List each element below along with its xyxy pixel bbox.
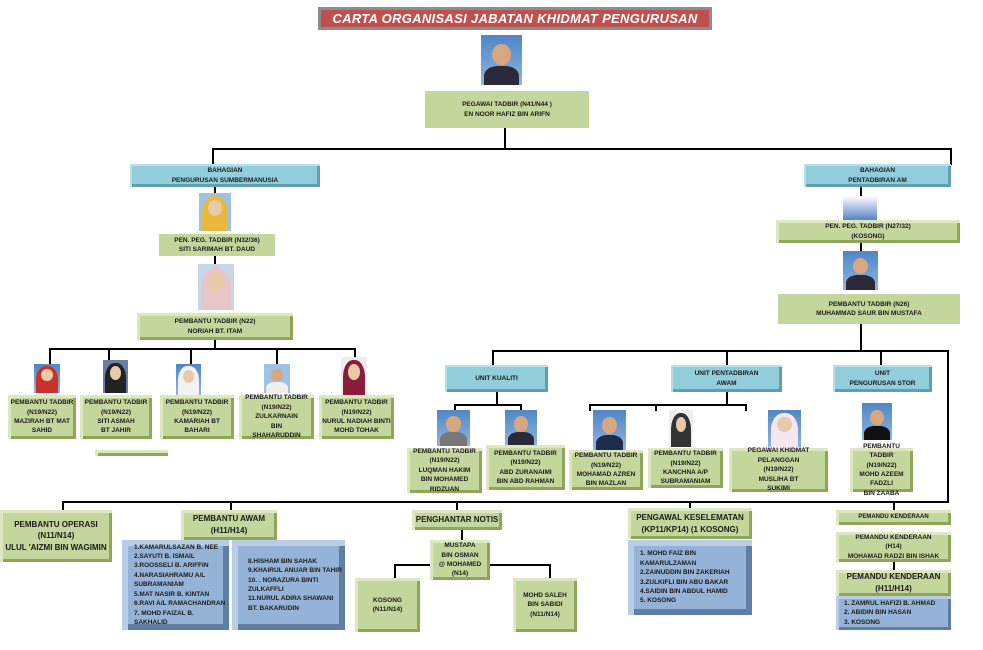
connector <box>893 501 895 511</box>
awam-list-2: 8.HISHAM BIN SAHAK 9.KHAIRUL ANUAR BIN T… <box>232 540 345 630</box>
photo <box>341 357 367 395</box>
hr-staff-box: PEMBANTU TADBIR (N19/N22) NURUL NADIAH B… <box>319 395 394 439</box>
kualiti-staff-box: PEMBANTU TADBIR (N19/N22) LUQMAN HAKIM B… <box>407 448 482 493</box>
photo <box>34 364 60 393</box>
connector <box>745 404 747 411</box>
notis-main-box: MUSTAPA BIN OSMAN @ MOHAMED (N14) <box>430 540 490 580</box>
connector <box>589 404 746 406</box>
connector <box>108 348 110 360</box>
unit-pentadbiran-awam: UNIT PENTADBIRAN AWAM <box>671 365 782 392</box>
connector <box>62 501 64 511</box>
partial-box <box>95 450 168 456</box>
connector <box>492 350 494 365</box>
connector <box>212 148 214 165</box>
stor-staff-box: PEMBANTU TADBIR (N19/N22) MOHD AZEEM FAD… <box>850 443 913 497</box>
placeholder-photo <box>843 196 877 222</box>
connector <box>190 348 192 364</box>
connector <box>860 186 862 196</box>
connector <box>214 186 216 194</box>
chart-title: CARTA ORGANISASI JABATAN KHIDMAT PENGURU… <box>318 7 712 30</box>
photo <box>437 410 470 446</box>
connector <box>520 404 522 411</box>
division-admin: BAHAGIAN PENTADBIRAN AM <box>804 164 951 187</box>
connector <box>880 350 882 365</box>
connector <box>214 340 216 350</box>
connector <box>454 404 456 411</box>
driver-head-box: PEMANDU KENDERAAN (H11/H14) <box>836 570 951 596</box>
photo <box>843 251 878 290</box>
connector <box>62 501 949 503</box>
connector <box>860 243 862 251</box>
notis-left-box: KOSONG (N11/N14) <box>355 578 420 632</box>
connector <box>230 501 232 511</box>
connector <box>655 404 657 411</box>
connector <box>461 530 463 540</box>
photo <box>199 193 231 231</box>
awam-staff-box: PEGAWAI KHIDMAT PELANGGAN (N19/N22) MUSL… <box>729 447 828 492</box>
photo <box>198 264 234 310</box>
awam-list-1: 1.KAMARULSAZAN B. NEE 2.SAYUTI B. ISMAIL… <box>122 540 229 630</box>
connector <box>549 564 551 579</box>
connector <box>454 404 521 406</box>
connector <box>689 501 691 509</box>
photo <box>176 364 201 395</box>
connector <box>214 256 216 264</box>
hr-staff-box: PEMBANTU TADBIR (N19/N22) MAZIRAH BT MAT… <box>8 395 76 439</box>
photo-head <box>481 35 522 85</box>
photo <box>768 410 801 447</box>
connector <box>394 564 396 579</box>
hr-staff-box: PEMBANTU TADBIR (N19/N22) ZULKARNAIN BIN… <box>239 394 314 439</box>
connector <box>212 148 952 150</box>
connector <box>947 350 949 503</box>
connector <box>456 501 458 511</box>
kualiti-staff-box: PEMBANTU TADBIR (N19/N22) ABD ZURANAIMI … <box>486 445 565 490</box>
driver-title-box: PEMANDU KENDERAAN <box>836 510 951 525</box>
connector <box>276 348 278 364</box>
guard-list: 1. MOHD FAIZ BIN KAMARULZAMAN 2.ZAINUDDI… <box>628 540 752 615</box>
unit-pengurusan-stor: UNIT PENGURUSAN STOR <box>833 365 932 392</box>
photo <box>593 410 626 450</box>
notis-right-box: MOHD SALEH BIN SABIDI (N11/N14) <box>513 578 577 632</box>
connector <box>489 564 551 566</box>
connector <box>893 562 895 570</box>
hr-ppt-box: PEN. PEG. TADBIR (N32/36) SITI SARIMAH B… <box>159 234 275 256</box>
head-officer-box: PEGAWAI TADBIR (N41/N44 ) EN NOOR HAFIZ … <box>425 91 589 128</box>
division-hr: BAHAGIAN PENGURUSAN SUMBERMANUSIA <box>130 164 320 187</box>
connector <box>492 350 949 352</box>
driver-h14-box: PEMANDU KENDERAAN (H14) MOHAMAD RADZI BI… <box>836 532 951 562</box>
photo <box>264 364 290 393</box>
connector <box>394 564 431 566</box>
connector <box>860 324 862 351</box>
guard-head-box: PENGAWAL KESELEMATAN (KP11/KP14) (1 KOSO… <box>628 508 752 539</box>
driver-list: 1. ZAMRUL HAFIZI B. AHMAD 2. ABIDIN BIN … <box>836 596 951 630</box>
hr-pt-box: PEMBANTU TADBIR (N22) NORIAH BT. ITAM <box>137 313 293 340</box>
connector <box>504 128 506 150</box>
hr-staff-box: PEMBANTU TADBIR (N19/N22) SITI ASMAH BT … <box>80 395 152 439</box>
admin-pt-box: PEMBANTU TADBIR (N26) MUHAMMAD SAUR BIN … <box>778 294 960 324</box>
awam-head-box: PEMBANTU AWAM (H11/H14) <box>181 510 277 540</box>
unit-kualiti: UNIT KUALITI <box>445 365 548 392</box>
awam-staff-box: PEMBANTU TADBIR (N19/N22) MOHAMAD AZREN … <box>569 450 643 490</box>
connector <box>496 392 498 405</box>
photo <box>669 410 693 447</box>
photo <box>862 403 892 440</box>
notis-head-box: PENGHANTAR NOTIS <box>412 510 502 530</box>
operasi-box: PEMBANTU OPERASI (N11/N14) ULUL 'AIZMI B… <box>0 510 112 562</box>
connector <box>726 350 728 365</box>
connector <box>49 348 51 364</box>
connector <box>726 392 728 405</box>
hr-staff-box: PEMBANTU TADBIR (N19/N22) KAMARIAH BT BA… <box>160 395 234 439</box>
connector <box>49 348 356 350</box>
photo <box>103 360 128 393</box>
connector <box>950 148 952 165</box>
connector <box>589 404 591 411</box>
photo <box>505 410 537 446</box>
awam-staff-box: PEMBANTU TADBIR (N19/N22) KANCHNA A/P SU… <box>648 448 723 488</box>
connector <box>354 348 356 358</box>
admin-ppt-box: PEN. PEG. TADBIR (N27/32) (KOSONG) <box>776 220 960 243</box>
